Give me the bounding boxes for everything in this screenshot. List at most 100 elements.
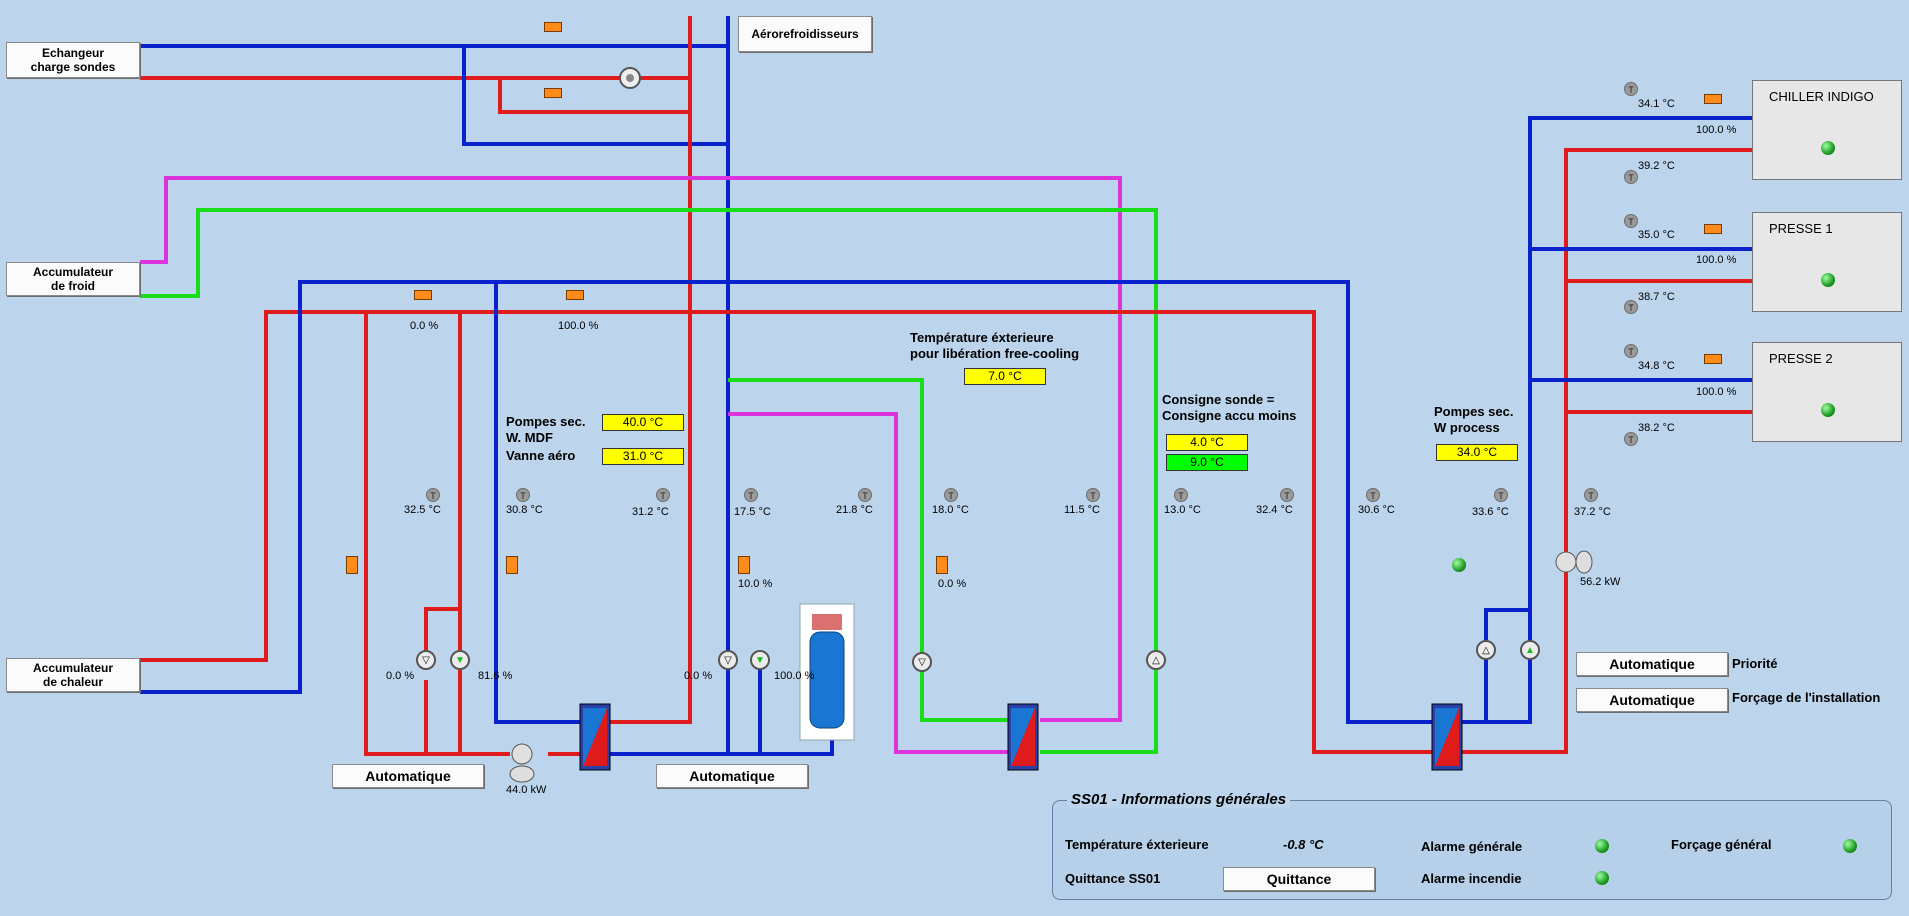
sensor-temp: 32.4 °C [1256,504,1293,516]
valve-actuator-icon[interactable] [1704,94,1722,104]
status-led-icon [1452,558,1466,572]
pipe-mid-magenta [728,412,1010,754]
presse2-return-temp: 38.2 °C [1638,422,1675,434]
heat-exchanger-3 [1431,703,1463,771]
chiller-return-temp: 39.2 °C [1638,160,1675,172]
temperature-sensor-icon: T [1174,488,1188,502]
pump-icon[interactable]: ▽ [912,652,932,672]
priorite-label: Priorité [1732,656,1778,671]
three-way-valve-position: 10.0 % [738,578,773,590]
accumulateur-froid-button[interactable]: Accumulateur de froid [6,262,140,296]
temperature-sensor-icon: T [944,488,958,502]
energy-meter-value: 44.0 kW [506,784,547,796]
sensor-temp: 33.6 °C [1472,506,1509,518]
pipe-left-red-a [364,312,510,756]
pipe-mid-green [728,378,1010,722]
temperature-sensor-icon: T [1624,82,1638,96]
sensor-temp: 18.0 °C [932,504,969,516]
consigne-accu-setpoint[interactable]: 9.0 °C [1166,454,1248,471]
valve-actuator-icon[interactable] [566,290,584,300]
unit-chiller-indigo[interactable]: CHILLER INDIGO [1752,80,1902,180]
automatique-button-2[interactable]: Automatique [656,764,808,788]
sensor-temp: 21.8 °C [836,504,873,516]
pipe-green-loop [140,208,1158,754]
pompes-mdf-label: Pompes sec. W. MDF [506,414,586,445]
pump-icon[interactable]: △ [1476,640,1496,660]
temperature-sensor-icon: T [426,488,440,502]
pipe-main-red-vertical [610,16,692,724]
valve-actuator-icon[interactable] [414,290,432,300]
info-panel-title: SS01 - Informations générales [1067,791,1291,808]
presse1-supply-temp: 35.0 °C [1638,229,1675,241]
temperature-sensor-icon: T [656,488,670,502]
pump-icon[interactable]: ▽ [416,650,436,670]
sensor-temp: 32.5 °C [404,504,441,516]
sensor-temp: 30.6 °C [1358,504,1395,516]
pipe-hx1-blue-right [610,722,834,756]
pompes-process-setpoint[interactable]: 34.0 °C [1436,444,1518,461]
ext-temp-freecooling-label: Température éxterieure pour libération f… [910,330,1080,361]
temperature-sensor-icon: T [1494,488,1508,502]
echangeur-charge-sondes-button[interactable]: Echangeur charge sondes [6,42,140,78]
vanne-aero-setpoint[interactable]: 31.0 °C [602,448,684,465]
energy-meter-2 [1555,550,1593,574]
valve-position-2: 100.0 % [558,320,599,332]
sensor-temp: 30.8 °C [506,504,543,516]
presse1-return-temp: 38.7 °C [1638,291,1675,303]
pump-icon[interactable]: ▼ [750,650,770,670]
unit-title: CHILLER INDIGO [1769,89,1874,104]
temp-ext-label: Température éxterieure [1065,837,1209,852]
presse2-supply-temp: 34.8 °C [1638,360,1675,372]
forcage-general-label: Forçage général [1671,837,1772,852]
sensor-temp: 11.5 °C [1064,504,1100,516]
valve-actuator-icon[interactable] [544,88,562,98]
pump-icon[interactable]: △ [1146,650,1166,670]
unit-title: PRESSE 1 [1769,221,1833,236]
accumulateur-chaleur-button[interactable]: Accumulateur de chaleur [6,658,140,692]
temperature-sensor-icon: T [1584,488,1598,502]
three-way-valve-icon[interactable] [506,556,518,574]
pipe-process-blue [1348,116,1752,724]
expansion-tank [799,603,855,741]
energy-meter-value: 56.2 kW [1580,576,1621,588]
pump-icon[interactable]: ▲ [1520,640,1540,660]
three-way-valve-icon[interactable] [936,556,948,574]
presse2-valve-position: 100.0 % [1696,386,1737,398]
pipe-left-red-c [424,607,460,660]
pump-speed: 0.0 % [386,670,415,682]
pompes-mdf-setpoint[interactable]: 40.0 °C [602,414,684,431]
temperature-sensor-icon: T [1624,300,1638,314]
heat-exchanger-1 [579,703,611,771]
circulator-echangeur [619,67,641,89]
pipe-left-blue [494,282,610,724]
alarme-incendie-label: Alarme incendie [1421,871,1522,886]
valve-actuator-icon[interactable] [1704,224,1722,234]
pompes-process-label: Pompes sec. W process [1434,404,1514,435]
unit-title: PRESSE 2 [1769,351,1833,366]
pump-icon[interactable]: ▼ [450,650,470,670]
automatique-priorite-button[interactable]: Automatique [1576,652,1728,676]
pump-icon[interactable]: ▽ [718,650,738,670]
presse1-valve-position: 100.0 % [1696,254,1737,266]
valve-actuator-icon[interactable] [1704,354,1722,364]
unit-presse-2[interactable]: PRESSE 2 [1752,342,1902,442]
ext-temp-freecooling-setpoint[interactable]: 7.0 °C [964,368,1046,385]
aerorefroidisseurs-button[interactable]: Aérorefroidisseurs [738,16,872,52]
unit-presse-1[interactable]: PRESSE 1 [1752,212,1902,312]
temperature-sensor-icon: T [1366,488,1380,502]
chiller-supply-temp: 34.1 °C [1638,98,1675,110]
temperature-sensor-icon: T [1624,432,1638,446]
valve-actuator-icon[interactable] [544,22,562,32]
quittance-button[interactable]: Quittance [1223,867,1375,891]
status-led-icon [1821,141,1835,155]
automatique-button-1[interactable]: Automatique [332,764,484,788]
consigne-sonde-setpoint[interactable]: 4.0 °C [1166,434,1248,451]
vanne-aero-label: Vanne aéro [506,448,576,463]
temperature-sensor-icon: T [1086,488,1100,502]
three-way-valve-icon[interactable] [738,556,750,574]
pipe-echangeur-bypass-red [498,78,690,114]
temperature-sensor-icon: T [858,488,872,502]
three-way-valve-icon[interactable] [346,556,358,574]
automatique-forcage-button[interactable]: Automatique [1576,688,1728,712]
